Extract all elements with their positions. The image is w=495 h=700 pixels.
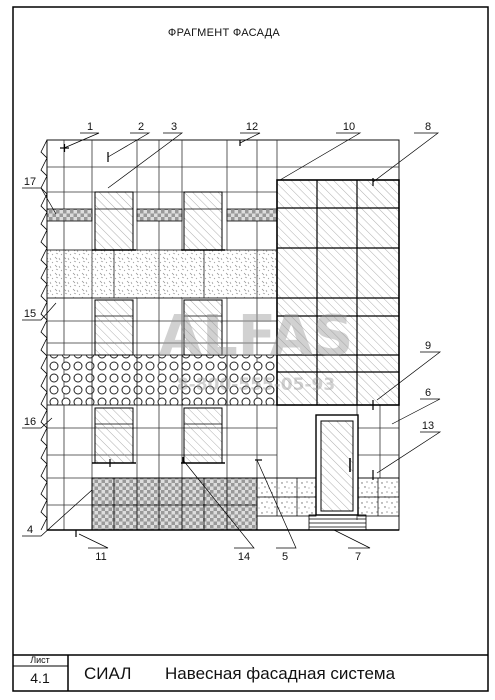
callout-15: 15 [24, 308, 36, 320]
callout-4: 4 [27, 524, 33, 536]
watermark-logo: ALFAS [159, 304, 354, 369]
callout-9: 9 [425, 340, 431, 352]
callout-14: 14 [238, 551, 250, 563]
callout-5: 5 [282, 551, 288, 563]
window-row-lower [94, 407, 223, 464]
callout-17: 17 [24, 176, 36, 188]
callout-2: 2 [138, 121, 144, 133]
callout-13: 13 [422, 420, 434, 432]
sheet-frame [12, 6, 489, 692]
drawing-title: ФРАГМЕНТ ФАСАДА [168, 27, 280, 39]
callout-16: 16 [24, 416, 36, 428]
callout-11: 11 [95, 551, 106, 563]
sheet-label: Лист [30, 655, 50, 665]
title-block: Лист 4.1 СИАЛ Навесная фасадная система [13, 654, 488, 691]
curtain-wall [276, 179, 400, 406]
callout-12: 12 [246, 121, 258, 133]
callout-7: 7 [355, 551, 361, 563]
watermark-phone: 8-800-555-05-93 [177, 375, 335, 395]
document-title: Навесная фасадная система [165, 664, 396, 683]
facade [40, 139, 400, 537]
callout-3: 3 [171, 121, 177, 133]
callout-8: 8 [425, 121, 431, 133]
sheet-number: 4.1 [30, 670, 50, 686]
callout-1: 1 [87, 121, 93, 133]
leader-lines [22, 132, 442, 549]
window-row-middle [94, 299, 223, 356]
callouts: 1 2 3 12 10 8 17 15 9 6 16 13 4 11 14 5 … [24, 121, 434, 563]
company-name: СИАЛ [84, 664, 131, 683]
window-row-upper [94, 191, 223, 251]
callout-6: 6 [425, 387, 431, 399]
entrance-door [308, 414, 367, 531]
callout-10: 10 [343, 121, 355, 133]
